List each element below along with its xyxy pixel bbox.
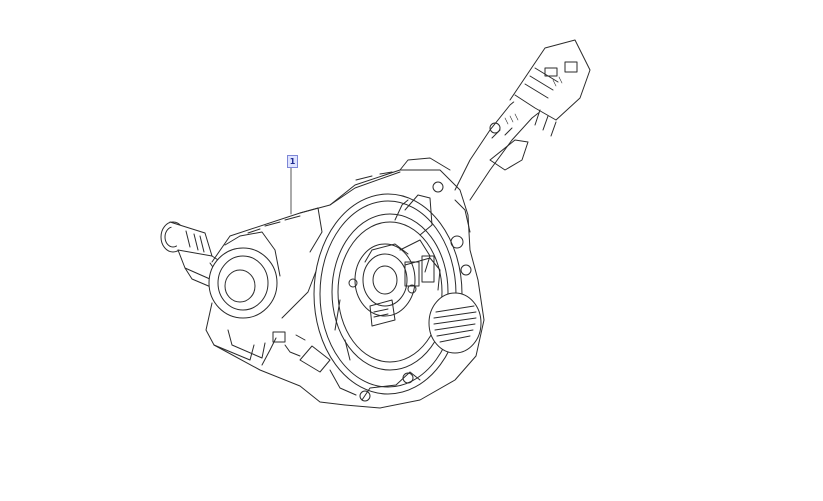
callout-label-1[interactable]: 1 — [287, 155, 298, 168]
stalk-markings — [505, 77, 562, 124]
clock-spring — [314, 194, 462, 394]
left-housing — [206, 172, 400, 405]
outer-housing — [330, 158, 484, 408]
right-stalk — [455, 40, 590, 200]
